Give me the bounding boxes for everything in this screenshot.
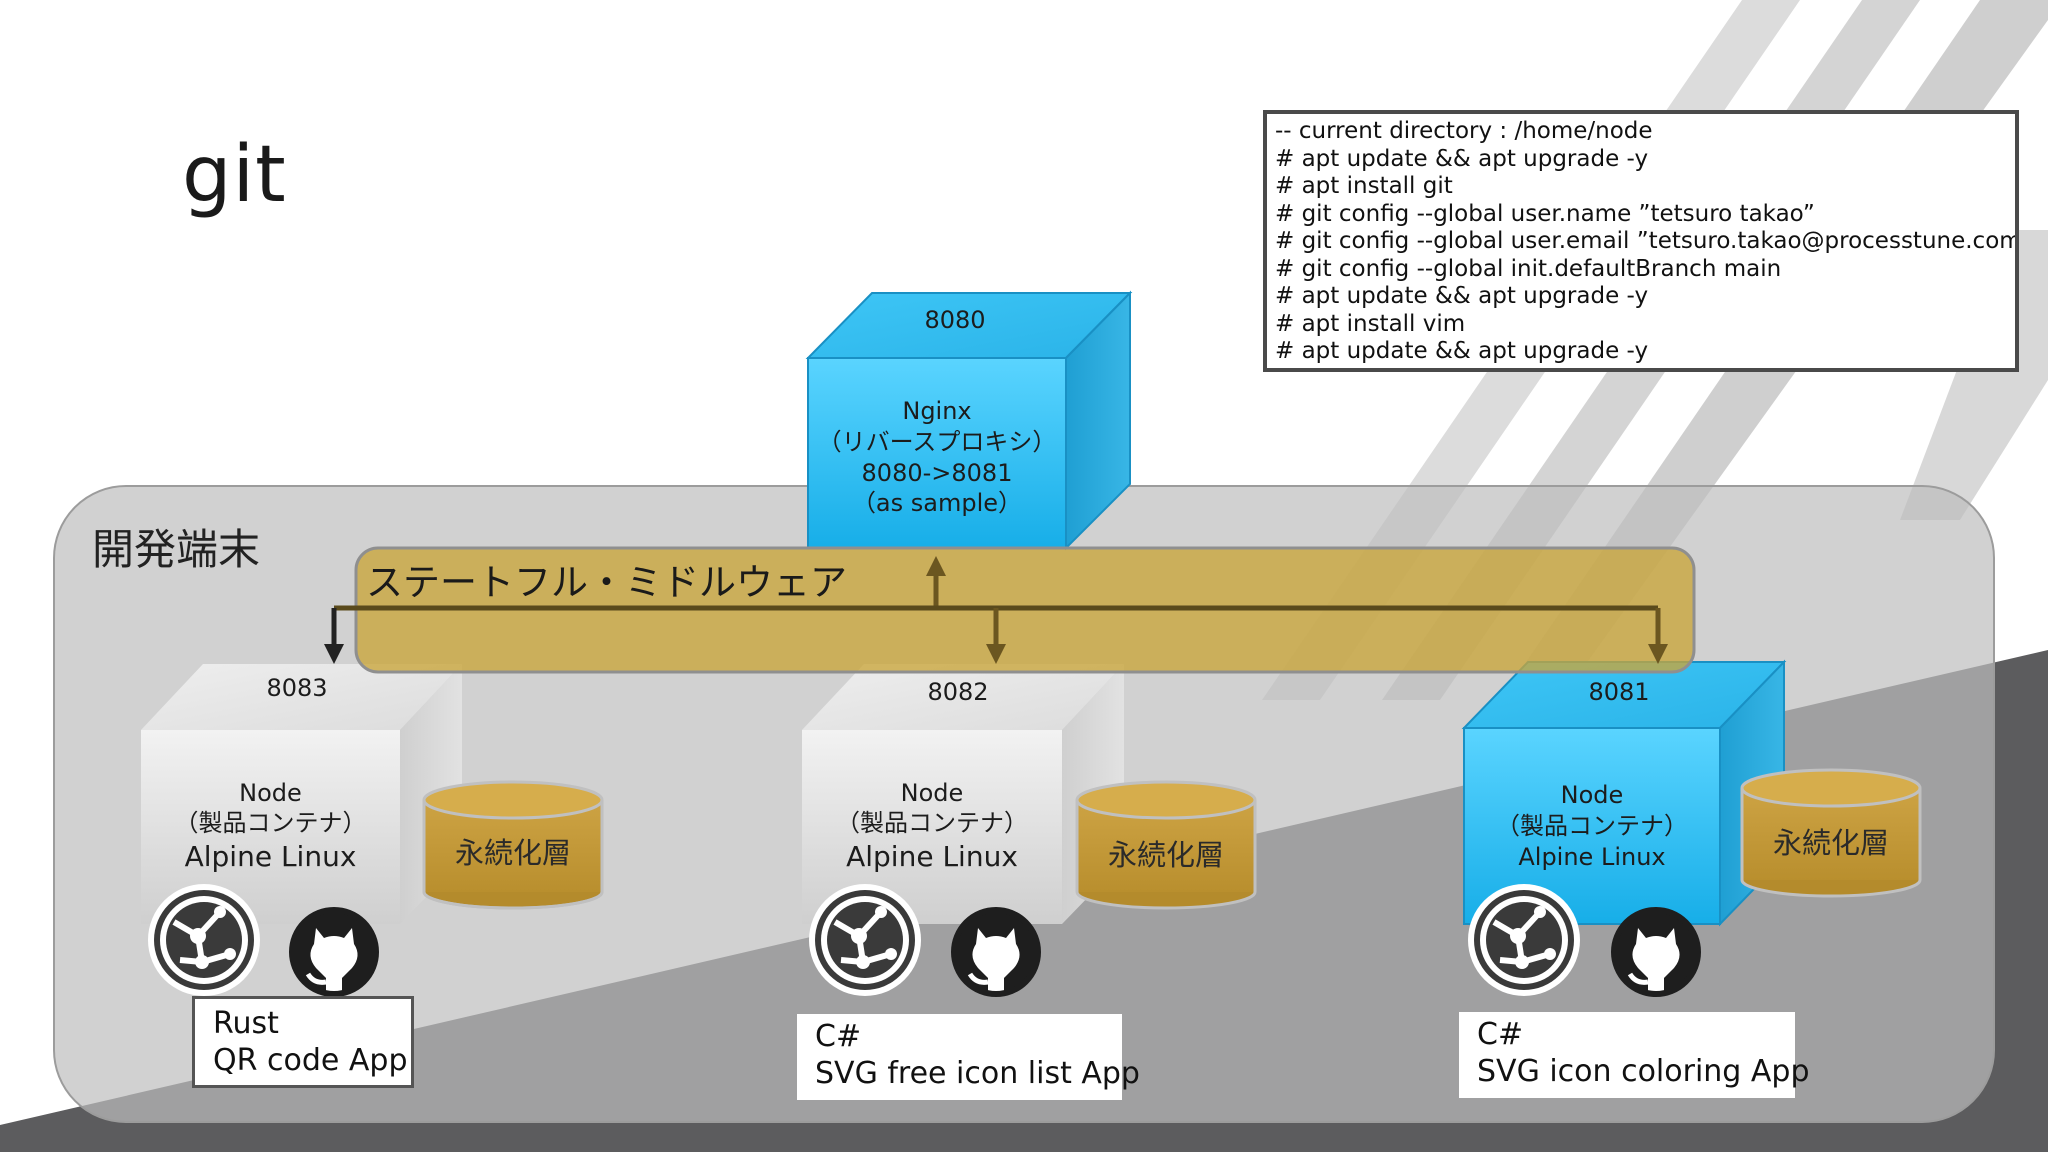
container-sub: （製品コンテナ） xyxy=(1496,812,1688,840)
container-name: Node xyxy=(239,779,302,807)
github-icon xyxy=(1611,907,1701,997)
storage-label: 永続化層 xyxy=(1107,838,1224,872)
command-line: # git config --global user.name ”tetsuro… xyxy=(1275,200,1815,227)
app-name: SVG free icon list App xyxy=(815,1056,1140,1091)
app-name: SVG icon coloring App xyxy=(1477,1054,1810,1089)
app-box-8081: C# SVG icon coloring App xyxy=(1459,1012,1810,1098)
middleware-label: ステートフル・ミドルウェア xyxy=(366,561,847,604)
proxy-port: 8080 xyxy=(924,306,986,334)
command-line: -- current directory : /home/node xyxy=(1275,118,1653,144)
proxy-line: （as sample） xyxy=(851,489,1023,517)
arrow-head-up-proxy xyxy=(926,556,946,576)
arrow-head-8081 xyxy=(1648,644,1668,664)
region-label: 開発端末 xyxy=(92,525,261,574)
service-hub-icon xyxy=(1468,884,1580,996)
proxy-line: Nginx xyxy=(902,397,972,425)
app-language: C# xyxy=(815,1019,862,1054)
command-list: -- current directory : /home/node # apt … xyxy=(1263,110,2019,372)
command-line: # apt update && apt upgrade -y xyxy=(1275,338,1649,364)
command-line: # apt install vim xyxy=(1275,310,1466,337)
storage-cylinder-8083 xyxy=(422,780,604,910)
command-line: # apt install git xyxy=(1275,173,1453,199)
page-title: git xyxy=(182,130,287,220)
app-language: C# xyxy=(1477,1017,1524,1052)
container-os: Alpine Linux xyxy=(1518,843,1666,871)
service-hub-icon xyxy=(148,884,260,996)
storage-label: 永続化層 xyxy=(454,836,571,870)
container-name: Node xyxy=(900,779,964,807)
proxy-line: 8080->8081 xyxy=(861,459,1013,487)
command-line: # apt update && apt upgrade -y xyxy=(1275,145,1649,172)
service-hub-icon xyxy=(809,884,921,996)
command-line: # apt update && apt upgrade -y xyxy=(1275,283,1649,309)
proxy-cube xyxy=(805,290,1133,551)
storage-cylinder-8081 xyxy=(1740,768,1922,898)
container-name: Node xyxy=(1560,781,1624,809)
container-os: Alpine Linux xyxy=(846,840,1018,873)
app-name: QR code App xyxy=(213,1043,408,1078)
storage-cylinder-8082 xyxy=(1075,780,1257,910)
app-box-8083: Rust QR code App xyxy=(192,996,414,1088)
container-os: Alpine Linux xyxy=(184,840,357,873)
proxy-line: （リバースプロキシ） xyxy=(817,428,1057,456)
github-icon xyxy=(951,907,1041,997)
container-sub: （製品コンテナ） xyxy=(836,809,1028,837)
container-sub: （製品コンテナ） xyxy=(174,809,367,837)
arrow-head-8083 xyxy=(324,644,344,664)
arrow-head-8082 xyxy=(986,644,1006,664)
github-icon xyxy=(289,907,379,997)
command-line: # git config --global user.email ”tetsur… xyxy=(1275,228,2019,254)
container-port: 8082 xyxy=(927,678,989,706)
app-box-8082: C# SVG free icon list App xyxy=(797,1014,1140,1100)
container-port: 8081 xyxy=(1588,678,1650,706)
app-language: Rust xyxy=(213,1006,279,1041)
command-line: # git config --global init.defaultBranch… xyxy=(1275,255,1782,282)
container-port: 8083 xyxy=(266,674,328,702)
storage-label: 永続化層 xyxy=(1772,826,1889,860)
